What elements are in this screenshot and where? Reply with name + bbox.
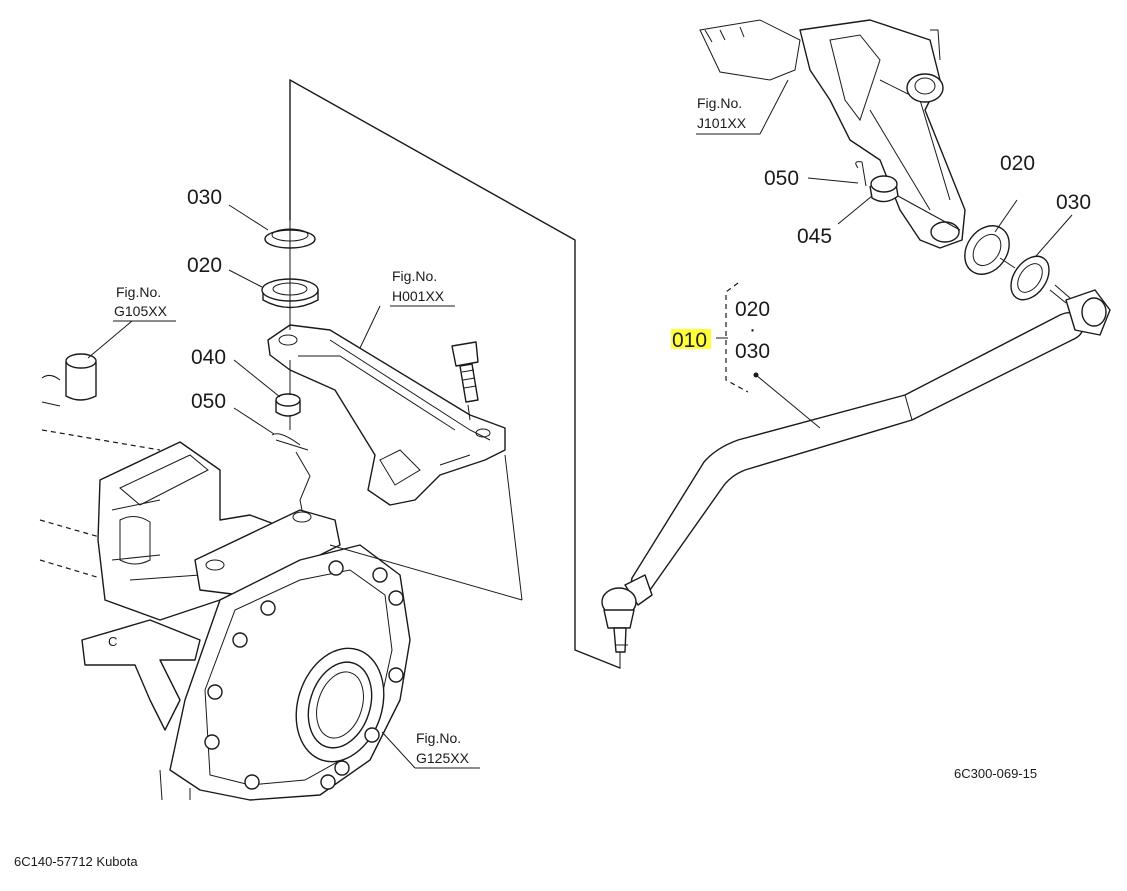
fig-ref-j101-code[interactable]: J101XX	[697, 115, 747, 131]
part-caption: 6C140-57712 Kubota	[14, 854, 138, 869]
callout-030-right[interactable]: 030	[1056, 191, 1091, 214]
assembly-separator-dot: ·	[749, 318, 756, 341]
highlight-010	[671, 329, 711, 349]
fig-ref-g125-title: Fig.No.	[416, 730, 461, 746]
callout-010-assembly[interactable]: 010	[672, 329, 707, 352]
callout-030-left[interactable]: 030	[187, 186, 222, 209]
leader-lines	[87, 79, 1073, 769]
drawing-code: 6C300-069-15	[954, 766, 1037, 781]
exploded-view-lines	[289, 79, 621, 669]
figure-references: Fig.No. G105XX Fig.No. H001XX Fig.No. J1…	[114, 95, 1037, 781]
drag-link-drawing	[601, 284, 1111, 668]
knuckle-arm-drawing	[261, 218, 523, 601]
callout-020-left[interactable]: 020	[187, 254, 222, 277]
svg-text:C: C	[108, 634, 117, 649]
fig-ref-g125-code[interactable]: G125XX	[416, 750, 470, 766]
callout-050-left[interactable]: 050	[191, 390, 226, 413]
callout-030-assembly[interactable]: 030	[735, 340, 770, 363]
axle-housing-drawing: C	[39, 353, 411, 801]
pitman-arm-drawing	[699, 19, 1050, 301]
fig-ref-h001-title: Fig.No.	[392, 268, 437, 284]
fig-ref-g105-code[interactable]: G105XX	[114, 303, 168, 319]
callout-050-right[interactable]: 050	[764, 167, 799, 190]
fig-ref-h001-code[interactable]: H001XX	[392, 288, 445, 304]
fig-ref-j101-title: Fig.No.	[697, 95, 742, 111]
callout-020-right[interactable]: 020	[1000, 152, 1035, 175]
callout-labels: 030 020 040 050 050 045 020 030 010 020 …	[187, 152, 1091, 413]
callout-040-left[interactable]: 040	[191, 346, 226, 369]
fig-ref-g105-title: Fig.No.	[116, 284, 161, 300]
callout-020-assembly[interactable]: 020	[735, 298, 770, 321]
callout-045-right[interactable]: 045	[797, 225, 832, 248]
